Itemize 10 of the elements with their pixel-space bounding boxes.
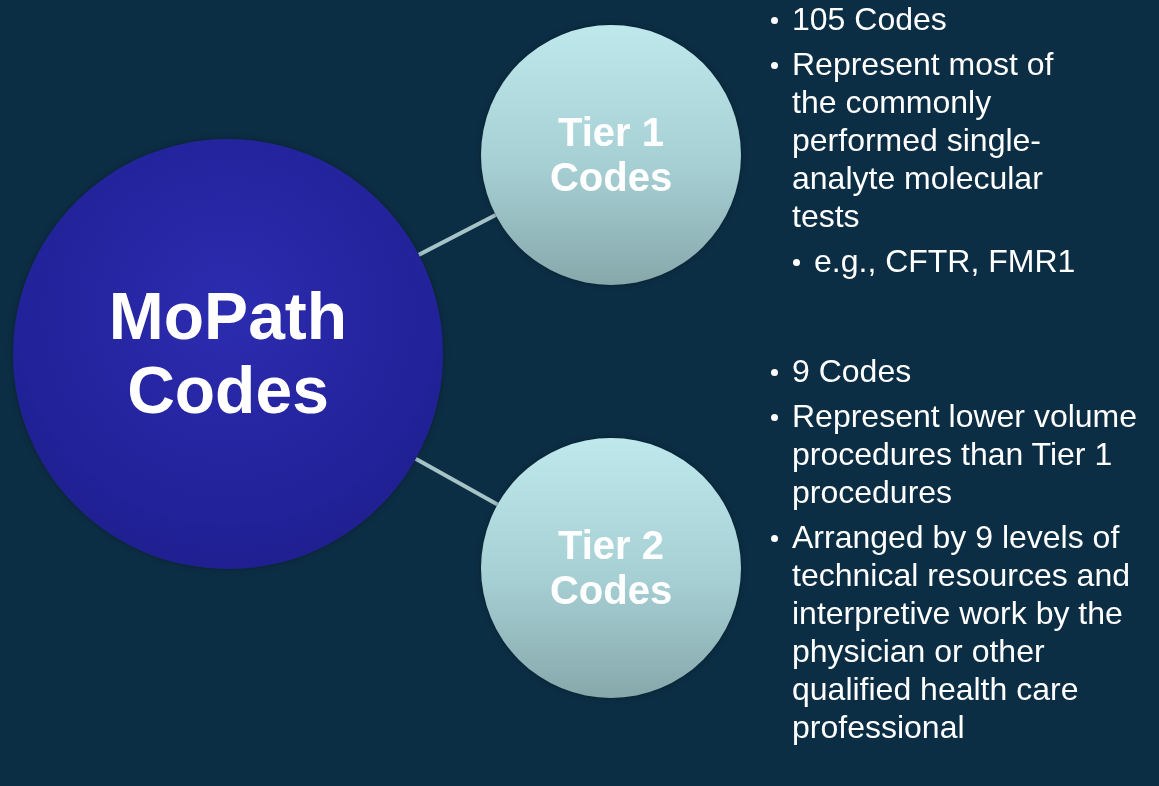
circle-label: Tier 2 Codes	[548, 523, 674, 613]
circle-label: Tier 1 Codes	[548, 110, 674, 200]
connector-line	[417, 213, 497, 257]
connector-line	[414, 457, 499, 507]
circle-label: MoPath Codes	[107, 280, 349, 428]
bullet-text: Arranged by 9 levels of technical resources and interpretive work by the physician or other qualified health care professional	[768, 518, 1158, 746]
bullet-text: 9 Codes	[768, 352, 1158, 390]
bullet-text: 105 Codes	[768, 0, 1098, 38]
bullet-text: e.g., CFTR, FMR1	[768, 242, 1098, 280]
bullet-text: Represent lower volume procedures than Tier 1 procedures	[768, 397, 1158, 511]
